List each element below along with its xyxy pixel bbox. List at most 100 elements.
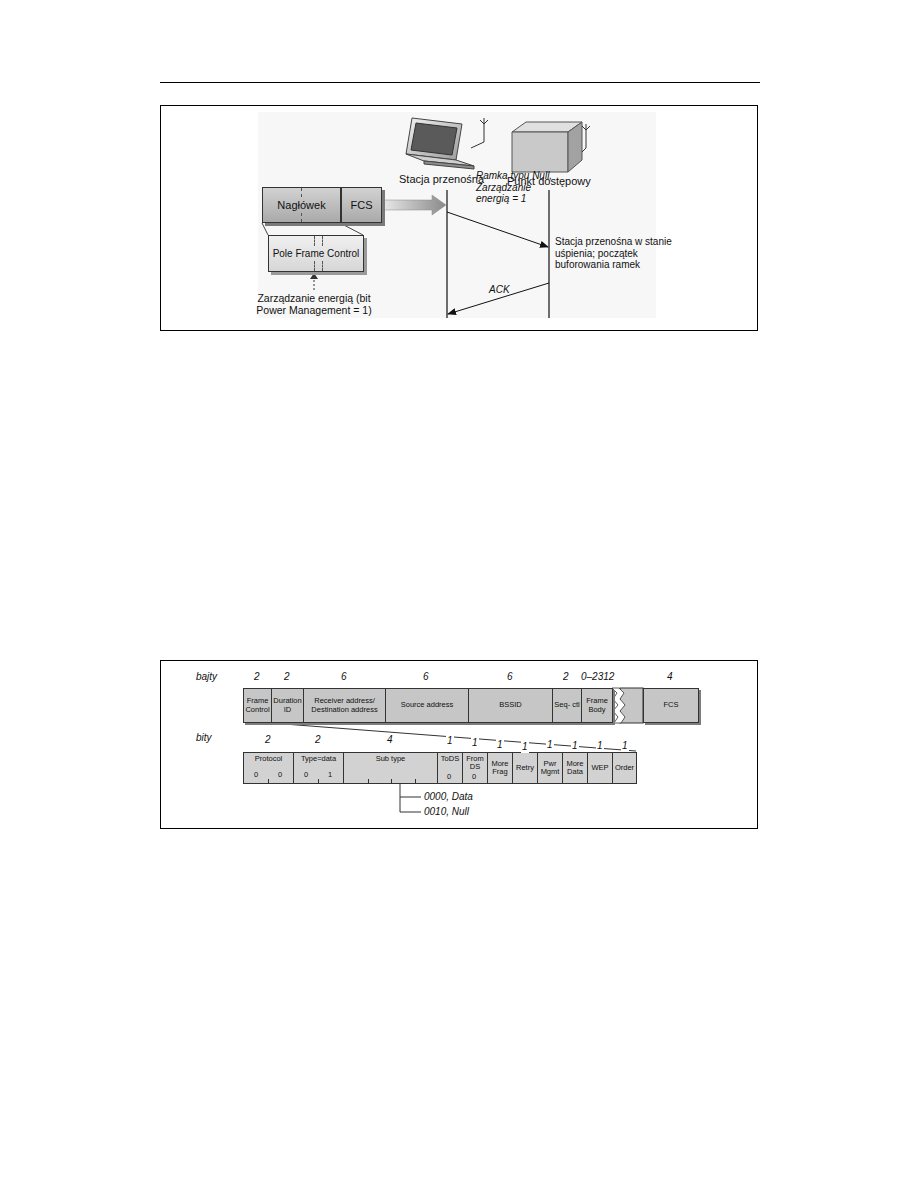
field-name: From DS (463, 755, 487, 772)
frame-field: BSSID (468, 688, 553, 723)
message-label: ACK (489, 284, 510, 296)
bit-count: 1 (446, 735, 454, 747)
break-mark (612, 688, 625, 723)
dashed-divider (301, 213, 302, 222)
message-arrow (447, 212, 548, 247)
bit-value: 0 (447, 773, 451, 782)
byte-count: 2 (284, 671, 290, 683)
byte-count: 4 (667, 671, 673, 683)
laptop-icon (406, 118, 488, 169)
byte-count: 2 (563, 671, 569, 683)
dashed-divider (322, 261, 323, 271)
figure-ground (258, 112, 656, 318)
bit-value: 0 (472, 773, 476, 782)
bit-count: 1 (571, 740, 579, 752)
field-name: Frame Control (244, 697, 271, 714)
frame-field: Retry (512, 752, 538, 784)
frame-field: Order (612, 752, 637, 784)
field-name: WEP (591, 764, 608, 772)
bit-tick (318, 779, 319, 783)
subtype-value: 0000, Data (424, 791, 473, 803)
expansion-line (271, 723, 636, 751)
field-name: Protocol (255, 755, 283, 763)
dashed-divider (314, 236, 315, 246)
bit-value: 0 (254, 771, 258, 780)
bit-tick (368, 779, 369, 783)
frame-field: More Frag (487, 752, 513, 784)
bit-count: 1 (496, 739, 504, 751)
frame-field: Duration ID (271, 688, 304, 723)
field-name: Order (615, 764, 634, 772)
frame-field: Sub type (343, 752, 438, 784)
dashed-divider (322, 236, 323, 246)
field-name: Source address (401, 701, 454, 709)
frame-field: Source address (385, 688, 469, 723)
field-name: BSSID (499, 701, 522, 709)
byte-count: 6 (341, 671, 347, 683)
bit-value: 0 (304, 771, 308, 780)
byte-count: 0–2312 (581, 671, 614, 683)
header-box: Nagłówek (262, 187, 341, 223)
frame-field: Pwr Mgmt (537, 752, 563, 784)
bit-tick (391, 779, 392, 783)
callout-note: Zarządzanie energią (bit Power Managemen… (255, 292, 373, 316)
bit-tick (415, 779, 416, 783)
field-name: Sub type (376, 755, 406, 763)
bit-count: 1 (471, 737, 479, 749)
bit-count: 1 (521, 741, 529, 753)
bit-count: 1 (596, 740, 604, 752)
field-name: ToDS (441, 755, 459, 763)
byte-count: 6 (507, 671, 513, 683)
field-name: Retry (516, 764, 534, 772)
field-name: Receiver address/ Destination address (304, 697, 385, 714)
field-name: Nagłówek (277, 199, 325, 211)
bit-count: 1 (621, 740, 629, 752)
axis-label: bajty (196, 671, 217, 683)
pointer-head (310, 273, 318, 279)
device-label: Stacja przenośna (399, 173, 484, 186)
frame-field: More Data (562, 752, 588, 784)
byte-count: 6 (423, 671, 429, 683)
figure-frame (161, 661, 758, 829)
frame-field: FCS (643, 688, 699, 723)
lifeline (548, 190, 549, 318)
bit-tick (268, 779, 269, 783)
dashed-divider (301, 188, 302, 197)
field-name: Pole Frame Control (273, 248, 360, 259)
header-rule (160, 82, 760, 83)
subtype-bracket (400, 784, 421, 812)
frame-field: Frame Control (243, 688, 272, 723)
axis-label: bity (196, 732, 212, 744)
bit-count: 1 (546, 739, 554, 751)
frame-field: WEP (587, 752, 613, 784)
state-note: Stacja przenośna w stanie uśpienia; pocz… (555, 236, 683, 271)
bit-count: 2 (265, 734, 271, 746)
field-name: More Data (563, 760, 587, 777)
frame-field: Receiver address/ Destination address (303, 688, 386, 723)
frame-arrow (384, 195, 446, 215)
field-name: Pwr Mgmt (538, 760, 562, 777)
bit-value: 1 (328, 771, 332, 780)
access-point-icon (512, 122, 590, 172)
message-label: Ramka typu Null, Zarządzanie energią = 1 (476, 170, 554, 205)
frame-field: Frame Body (581, 688, 613, 723)
dashed-divider (314, 261, 315, 271)
field-name: FCS (351, 199, 373, 211)
frame-control-box: Pole Frame Control (268, 235, 364, 272)
field-name: Seq- ctl (554, 701, 579, 709)
field-name: More Frag (488, 760, 512, 777)
byte-count: 2 (254, 671, 260, 683)
subtype-value: 0010, Null (424, 806, 469, 818)
fcs-box: FCS (341, 187, 382, 223)
expansion-line (340, 223, 363, 235)
field-name: Type=data (301, 755, 336, 763)
frame-field: Protocol (243, 752, 294, 784)
bit-value: 0 (278, 771, 282, 780)
bit-count: 4 (387, 734, 393, 746)
field-name: Duration ID (272, 697, 303, 714)
lifeline (446, 190, 447, 318)
field-name: Frame Body (582, 697, 612, 714)
frame-field: Type=data (293, 752, 344, 784)
message-arrow (448, 283, 549, 314)
frame-field: Seq- ctl (552, 688, 582, 723)
